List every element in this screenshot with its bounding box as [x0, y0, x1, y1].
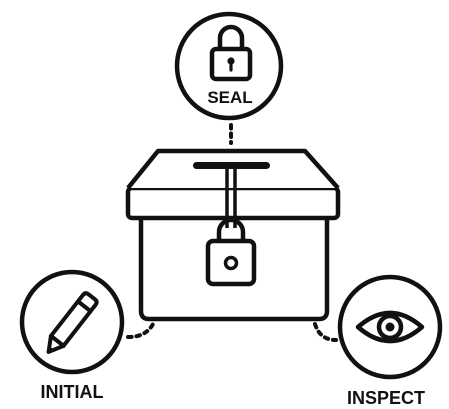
initial-connector: [128, 324, 153, 337]
seal-label: SEAL: [207, 88, 252, 107]
box-slot: [193, 162, 270, 169]
sealed-box: [128, 151, 338, 319]
initial-node: INITIAL: [22, 272, 122, 402]
inspect-connector: [315, 324, 336, 340]
box-lid-top: [128, 151, 338, 188]
box-lid-front: [128, 188, 338, 218]
initial-label: INITIAL: [41, 382, 104, 402]
seal-node: SEAL: [177, 14, 281, 118]
inspect-node: INSPECT: [340, 277, 440, 408]
inspect-label: INSPECT: [347, 388, 425, 408]
